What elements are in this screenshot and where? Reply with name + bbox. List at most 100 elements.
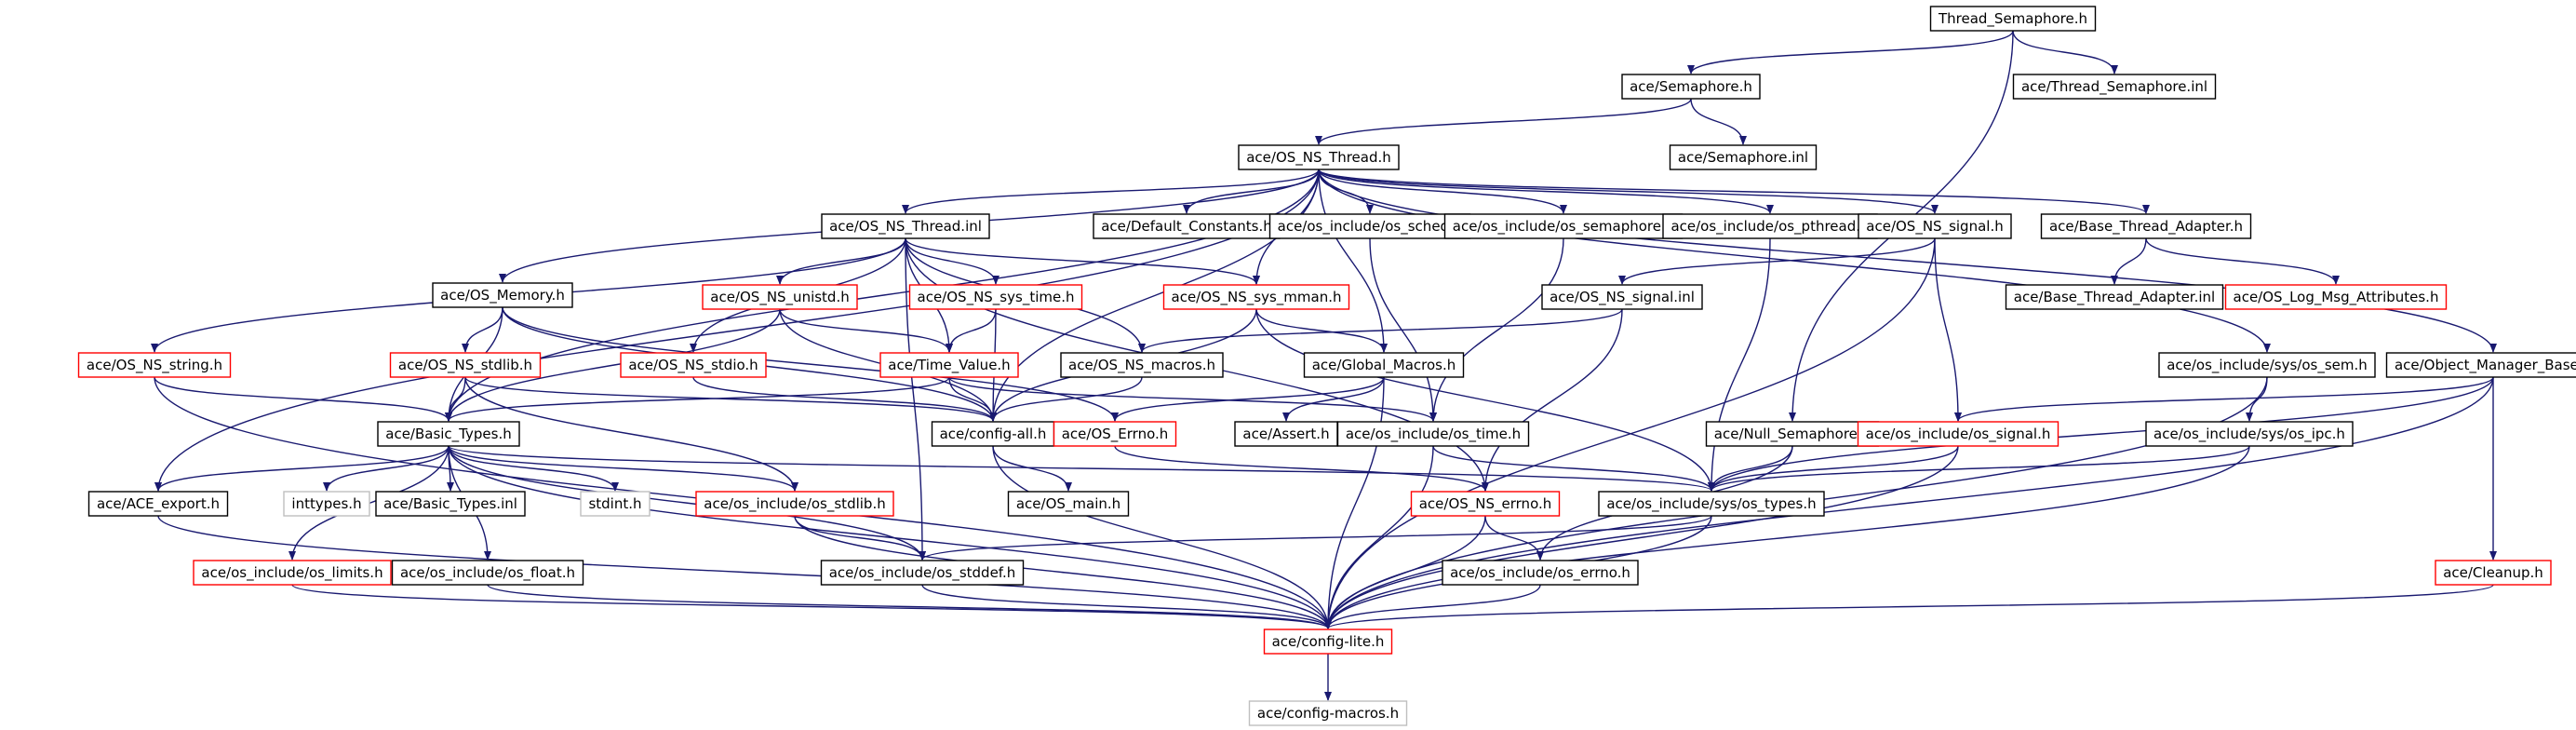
- node-semaphore-inl[interactable]: ace/Semaphore.inl: [1669, 144, 1818, 170]
- node-box: [1162, 284, 1350, 310]
- edge-os-ns-stdlib-h-to-os-stdlib-h: [464, 376, 798, 492]
- node-box: [1336, 421, 1530, 447]
- node-label: ace/os_include/sys/os_types.h: [1606, 495, 1816, 513]
- node-box: [391, 560, 584, 586]
- edge-basic-types-h-to-stdint-h: [448, 445, 619, 492]
- node-os-time-h[interactable]: ace/os_include/os_time.h: [1336, 421, 1530, 447]
- node-time-value-h[interactable]: ace/Time_Value.h: [879, 352, 1019, 378]
- node-os-types-h[interactable]: ace/os_include/sys/os_types.h: [1598, 491, 1825, 517]
- node-label: ace/os_include/os_float.h: [400, 564, 575, 582]
- node-os-sem-h[interactable]: ace/os_include/sys/os_sem.h: [2158, 352, 2376, 378]
- node-os-ns-stdio-h[interactable]: ace/OS_NS_stdio.h: [620, 352, 767, 378]
- edge-basic-types-h-to-os-limits-h: [288, 445, 449, 561]
- edge-os-ipc-h-to-config-lite-h: [1324, 445, 2250, 629]
- edge-os-ns-thread-h-to-object-manager-base-h: [1318, 169, 2497, 353]
- node-object-manager-base-h[interactable]: ace/Object_Manager_Base.h: [2385, 352, 2576, 378]
- node-os-ns-thread-h[interactable]: ace/OS_NS_Thread.h: [1238, 144, 1400, 170]
- node-os-main-h[interactable]: ace/OS_main.h: [1007, 491, 1130, 517]
- edge-os-errno-h-to-config-lite-h: [1324, 584, 1541, 629]
- node-os-errno-h[interactable]: ace/os_include/os_errno.h: [1442, 560, 1639, 586]
- node-os-ipc-h[interactable]: ace/os_include/sys/os_ipc.h: [2145, 421, 2354, 447]
- node-label: ace/config-lite.h: [1272, 633, 1385, 650]
- edge-os-ns-sys-mman-h-to-global-macros-h: [1255, 308, 1388, 353]
- node-os-sched-h[interactable]: ace/os_include/os_sched.h: [1268, 213, 1471, 239]
- edge-os-ns-string-h-to-basic-types-h: [154, 376, 452, 422]
- edge-os-ns-unistd-h-to-basic-types-h: [445, 308, 781, 422]
- edge-global-macros-h-to-os-errno-h-cap: [1111, 376, 1385, 422]
- node-thread-semaphore-h[interactable]: Thread_Semaphore.h: [1929, 6, 2097, 32]
- node-os-memory-h[interactable]: ace/OS_Memory.h: [432, 282, 573, 308]
- node-label: ace/OS_NS_Thread.inl: [829, 218, 982, 236]
- edge-basic-types-h-to-os-types-h: [448, 445, 1715, 492]
- node-basic-types-h[interactable]: ace/Basic_Types.h: [377, 421, 520, 447]
- node-os-float-h[interactable]: ace/os_include/os_float.h: [391, 560, 584, 586]
- node-os-ns-signal-inl[interactable]: ace/OS_NS_signal.inl: [1541, 284, 1703, 310]
- edge-os-ns-thread-inl-to-os-ns-sys-mman-h: [905, 237, 1260, 285]
- edge-os-ns-thread-h-to-os-pthread-h: [1318, 169, 1774, 214]
- node-label: ace/Assert.h: [1242, 426, 1329, 442]
- node-default-constants-h[interactable]: ace/Default_Constants.h: [1093, 213, 1281, 239]
- node-os-ns-unistd-h[interactable]: ace/OS_NS_unistd.h: [702, 284, 858, 310]
- node-box: [1929, 6, 2097, 32]
- node-os-ns-signal-h[interactable]: ace/OS_NS_signal.h: [1858, 213, 2012, 239]
- node-label: stdint.h: [588, 495, 641, 512]
- node-os-signal-h[interactable]: ace/os_include/os_signal.h: [1857, 421, 2059, 447]
- node-os-stdlib-h[interactable]: ace/os_include/os_stdlib.h: [695, 491, 894, 517]
- node-global-macros-h[interactable]: ace/Global_Macros.h: [1303, 352, 1465, 378]
- node-label: ace/Default_Constants.h: [1101, 218, 1272, 236]
- edge-object-manager-base-h-to-os-signal-h: [1954, 376, 2494, 422]
- edge-os-ns-signal-h-to-os-signal-h: [1934, 237, 1962, 422]
- node-os-ns-sys-mman-h[interactable]: ace/OS_NS_sys_mman.h: [1162, 284, 1350, 310]
- node-base-thread-adapter-h[interactable]: ace/Base_Thread_Adapter.h: [2040, 213, 2252, 239]
- node-box: [1093, 213, 1281, 239]
- node-os-ns-stdlib-h[interactable]: ace/OS_NS_stdlib.h: [389, 352, 542, 378]
- edge-os-memory-h-to-os-ns-stdlib-h: [462, 306, 503, 353]
- node-os-ns-errno-h[interactable]: ace/OS_NS_errno.h: [1410, 491, 1561, 517]
- node-os-semaphore-h[interactable]: ace/os_include/os_semaphore.h: [1443, 213, 1684, 239]
- node-label: ace/OS_NS_stdlib.h: [398, 357, 532, 374]
- node-assert-h[interactable]: ace/Assert.h: [1234, 421, 1338, 447]
- node-semaphore-h[interactable]: ace/Semaphore.h: [1621, 74, 1761, 100]
- node-os-ns-sys-time-h[interactable]: ace/OS_NS_sys_time.h: [908, 284, 1083, 310]
- node-label: ace/Cleanup.h: [2443, 564, 2543, 581]
- edge-os-memory-h-to-os-errno-h-cap: [502, 306, 1119, 422]
- node-box: [2145, 421, 2354, 447]
- node-box: [2385, 352, 2576, 378]
- node-os-stddef-h[interactable]: ace/os_include/os_stddef.h: [820, 560, 1025, 586]
- node-cleanup-h[interactable]: ace/Cleanup.h: [2435, 560, 2552, 586]
- node-os-ns-string-h[interactable]: ace/OS_NS_string.h: [77, 352, 232, 378]
- edge-thread-semaphore-h-to-thread-semaphore-inl: [2012, 30, 2118, 74]
- edge-os-ns-sys-time-h-to-time-value-h: [946, 308, 997, 353]
- node-os-ns-thread-inl[interactable]: ace/OS_NS_Thread.inl: [821, 213, 990, 239]
- node-label: Thread_Semaphore.h: [1938, 10, 2087, 28]
- edge-os-stdlib-h-to-os-stddef-h: [794, 515, 926, 561]
- node-null-semaphore-h[interactable]: ace/Null_Semaphore.h: [1705, 421, 1880, 447]
- node-basic-types-inl[interactable]: ace/Basic_Types.inl: [375, 491, 526, 517]
- node-config-all-h[interactable]: ace/config-all.h: [931, 421, 1055, 447]
- node-os-limits-h[interactable]: ace/os_include/os_limits.h: [193, 560, 392, 586]
- node-os-errno-h-cap[interactable]: ace/OS_Errno.h: [1053, 421, 1177, 447]
- node-box: [1007, 491, 1130, 517]
- edge-os-pthread-h-to-os-types-h: [1708, 237, 1771, 492]
- node-config-macros-h[interactable]: ace/config-macros.h: [1248, 700, 1408, 726]
- node-ace-export-h[interactable]: ace/ACE_export.h: [87, 491, 229, 517]
- node-os-pthread-h[interactable]: ace/os_include/os_pthread.h: [1662, 213, 1878, 239]
- edge-time-value-h-to-basic-types-h: [445, 376, 950, 422]
- node-label: ace/OS_Log_Msg_Attributes.h: [2234, 289, 2439, 306]
- edge-os-ipc-h-to-os-types-h: [1708, 445, 2250, 492]
- edge-basic-types-h-to-inttypes-h: [323, 445, 449, 492]
- node-label: ace/os_include/sys/os_sem.h: [2167, 357, 2368, 374]
- node-inttypes-h[interactable]: inttypes.h: [283, 491, 370, 517]
- node-label: ace/OS_NS_errno.h: [1419, 495, 1552, 513]
- node-config-lite-h[interactable]: ace/config-lite.h: [1263, 629, 1393, 655]
- edge-config-all-h-to-os-main-h: [992, 445, 1072, 492]
- node-stdint-h[interactable]: stdint.h: [580, 491, 651, 517]
- node-label: ace/config-all.h: [940, 426, 1047, 442]
- node-thread-semaphore-inl[interactable]: ace/Thread_Semaphore.inl: [2012, 74, 2217, 100]
- node-label: ace/OS_NS_macros.h: [1068, 357, 1215, 374]
- node-os-ns-macros-h[interactable]: ace/OS_NS_macros.h: [1060, 352, 1224, 378]
- edge-os-ns-thread-inl-to-os-ns-unistd-h: [776, 237, 906, 285]
- node-os-log-msg-attributes-h[interactable]: ace/OS_Log_Msg_Attributes.h: [2224, 284, 2448, 310]
- edge-os-ns-signal-inl-to-os-ns-errno-h: [1482, 308, 1623, 492]
- node-base-thread-adapter-inl[interactable]: ace/Base_Thread_Adapter.inl: [2005, 284, 2224, 310]
